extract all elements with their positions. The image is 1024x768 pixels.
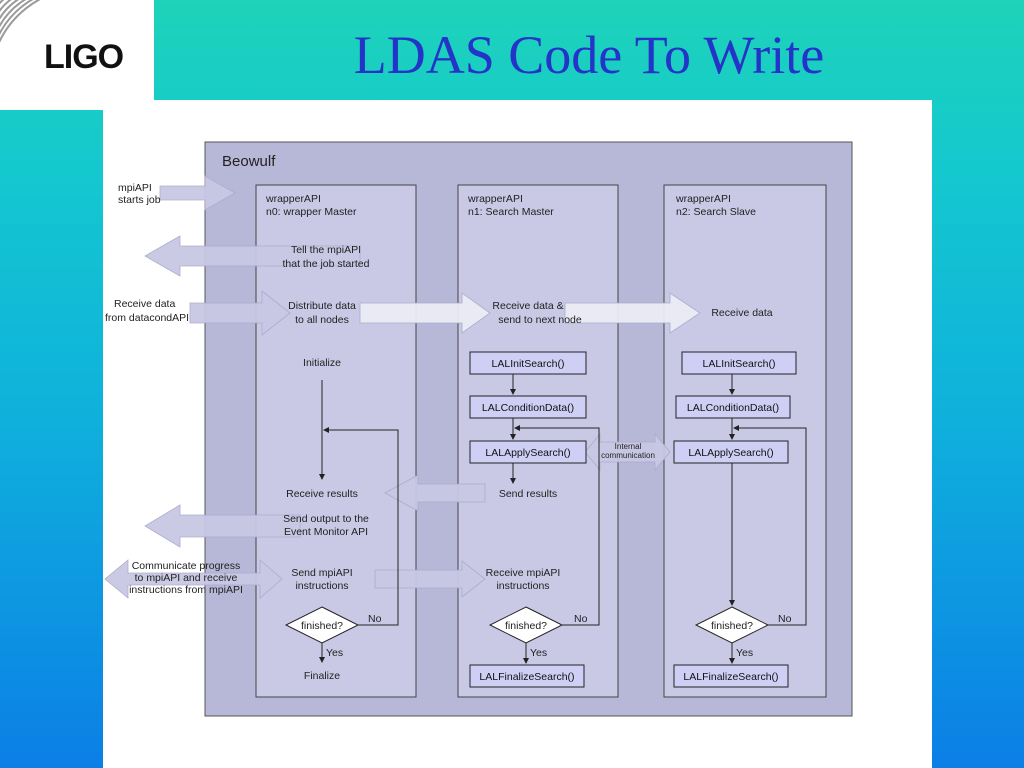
- send-results-label: Send results: [499, 488, 557, 500]
- sm-no-label: No: [574, 613, 588, 625]
- communicate-line1: Communicate progress: [132, 560, 241, 572]
- arrow-send-results: [384, 474, 486, 512]
- sm-init-label: LALInitSearch(): [492, 358, 565, 370]
- receive-results-label: Receive results: [286, 488, 358, 500]
- ss-init-label: LALInitSearch(): [703, 358, 776, 370]
- datacond-line2: from datacondAPI: [105, 312, 189, 324]
- communicate-line2: to mpiAPI and receive: [135, 572, 238, 584]
- beowulf-label: Beowulf: [222, 153, 276, 170]
- beowulf-diagram: Beowulf wrapperAPI n0: wrapper Master wr…: [104, 141, 853, 717]
- logo-arcs-graphic: [0, 0, 41, 43]
- send-instr-line2: instructions: [295, 580, 348, 592]
- column-wrapper-master: [255, 184, 417, 698]
- arrow-forward-slave: [564, 292, 701, 334]
- slide-title: LDAS Code To Write: [353, 25, 825, 85]
- col2-header-line1: wrapperAPI: [675, 193, 731, 205]
- ss-finalize-label: LALFinalizeSearch(): [683, 671, 778, 683]
- arrow-mpi-start: [159, 175, 236, 211]
- logo-text: LIGO: [44, 38, 124, 76]
- master-yes-label: Yes: [326, 647, 343, 659]
- master-finished-label: finished?: [301, 620, 343, 632]
- search-master-flow-lines: [510, 374, 600, 664]
- arrow-internal-comm: [584, 432, 671, 472]
- arrow-receive-datacond: [189, 290, 291, 336]
- mpi-start-line1: mpiAPI: [118, 182, 152, 194]
- distribute-line2: to all nodes: [295, 314, 349, 326]
- sm-apply-label: LALApplySearch(): [485, 447, 570, 459]
- sm-condition-label: LALConditionData(): [482, 402, 574, 414]
- mpi-start-line2: starts job: [118, 194, 161, 206]
- ss-condition-box: [675, 395, 791, 419]
- send-output-line2: Event Monitor API: [284, 526, 368, 538]
- distribute-line1: Distribute data: [288, 300, 356, 312]
- master-no-label: No: [368, 613, 382, 625]
- datacond-line1: Receive data: [114, 298, 175, 310]
- sm-finalize-label: LALFinalizeSearch(): [479, 671, 574, 683]
- col0-header-line2: n0: wrapper Master: [266, 206, 357, 218]
- col2-header-line2: n2: Search Slave: [676, 206, 756, 218]
- col1-header-line1: wrapperAPI: [467, 193, 523, 205]
- ss-init-box: [681, 351, 797, 375]
- ss-no-label: No: [778, 613, 792, 625]
- send-instr-line1: Send mpiAPI: [291, 567, 352, 579]
- ss-finished-label: finished?: [711, 620, 753, 632]
- arrow-distribute: [359, 292, 491, 334]
- sm-apply-box: [469, 440, 587, 464]
- internal-comm-line2: communication: [601, 451, 655, 460]
- sm-init-box: [469, 351, 587, 375]
- ss-yes-label: Yes: [736, 647, 753, 659]
- tell-line2: that the job started: [283, 258, 370, 270]
- arrow-send-output: [144, 504, 301, 548]
- arrow-instructions: [374, 560, 486, 598]
- recv-send-line2: send to next node: [498, 314, 582, 326]
- internal-comm-line1: Internal: [615, 442, 642, 451]
- tell-line1: Tell the mpiAPI: [291, 244, 361, 256]
- send-output-line1: Send output to the: [283, 513, 369, 525]
- content-panel: Beowulf wrapperAPI n0: wrapper Master wr…: [103, 100, 932, 768]
- search-slave-flow-lines: [729, 374, 807, 664]
- slave-receive-label: Receive data: [711, 307, 772, 319]
- sm-finished-label: finished?: [505, 620, 547, 632]
- finalize-label: Finalize: [304, 670, 340, 682]
- col0-header-line1: wrapperAPI: [265, 193, 321, 205]
- initialize-label: Initialize: [303, 357, 341, 369]
- ss-apply-label: LALApplySearch(): [688, 447, 773, 459]
- ss-condition-label: LALConditionData(): [687, 402, 779, 414]
- recv-instr-line1: Receive mpiAPI: [486, 567, 561, 579]
- communicate-line3: instructions from mpiAPI: [129, 584, 243, 596]
- arrow-tell-mpiapi: [144, 235, 361, 277]
- ss-apply-box: [673, 440, 789, 464]
- arrow-communicate: [104, 559, 283, 599]
- ss-finalize-box: [673, 664, 789, 688]
- sm-yes-label: Yes: [530, 647, 547, 659]
- col1-header-line2: n1: Search Master: [468, 206, 554, 218]
- recv-send-line1: Receive data &: [492, 300, 563, 312]
- sm-condition-box: [469, 395, 587, 419]
- ligo-logo: LIGO: [0, 0, 154, 110]
- recv-instr-line2: instructions: [496, 580, 549, 592]
- master-flow-lines: [319, 380, 399, 663]
- sm-finalize-box: [469, 664, 585, 688]
